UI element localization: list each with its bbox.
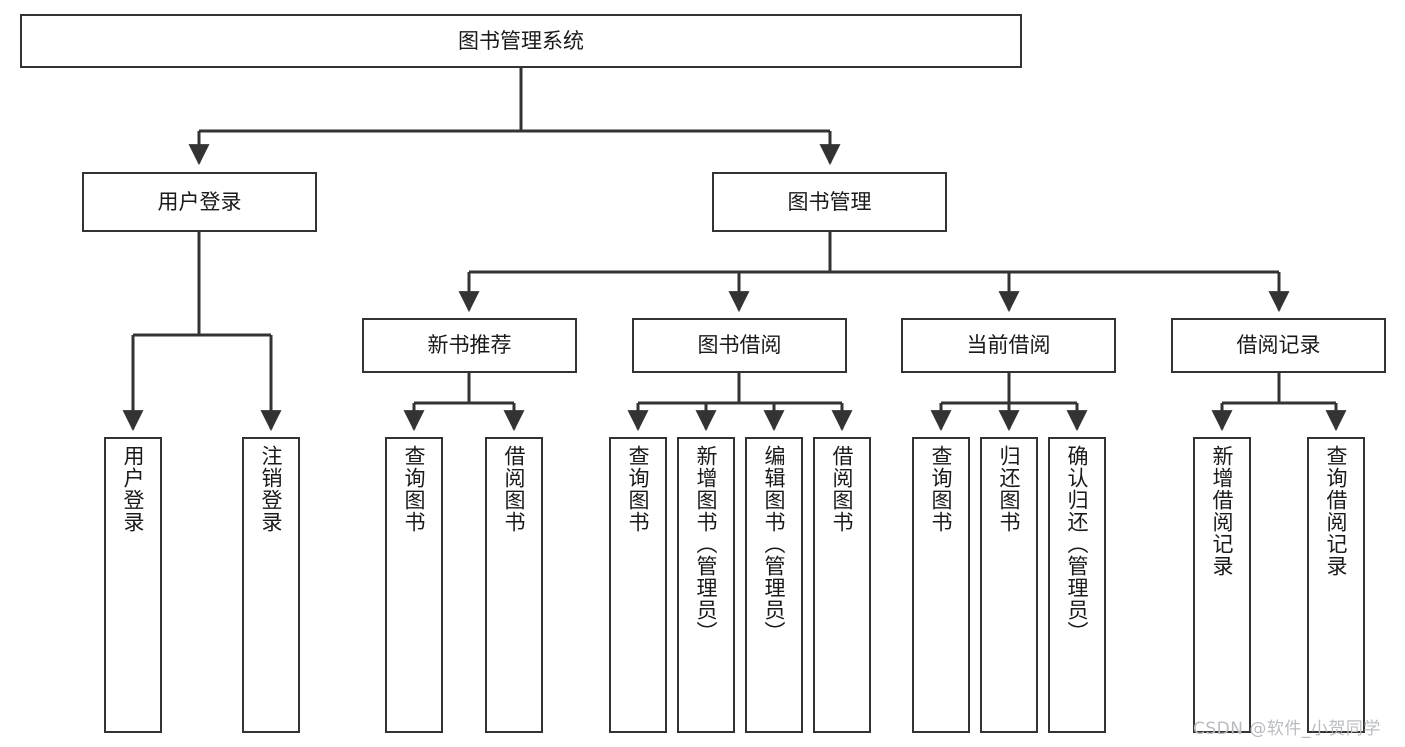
leaf-add-borrow-record[interactable]: 新增借阅记录 [1193, 437, 1251, 733]
leaf-confirm-return-admin[interactable]: 确认归还（管理员） [1048, 437, 1106, 733]
leaf-edit-book-admin-label: 编辑图书（管理员） [762, 445, 787, 643]
leaf-confirm-return-admin-label: 确认归还（管理员） [1065, 445, 1090, 643]
leaf-borrow-book-label: 借阅图书 [830, 445, 855, 533]
leaf-borrow-book[interactable]: 借阅图书 [813, 437, 871, 733]
leaf-borrow-book-newbook[interactable]: 借阅图书 [485, 437, 543, 733]
node-new-book-recommend[interactable]: 新书推荐 [362, 318, 577, 373]
node-book-manage[interactable]: 图书管理 [712, 172, 947, 232]
node-borrow-record[interactable]: 借阅记录 [1171, 318, 1386, 373]
leaf-logout[interactable]: 注销登录 [242, 437, 300, 733]
leaf-borrow-book-newbook-label: 借阅图书 [502, 445, 527, 533]
leaf-add-borrow-record-label: 新增借阅记录 [1210, 445, 1235, 577]
node-user-login[interactable]: 用户登录 [82, 172, 317, 232]
leaf-query-book-borrow[interactable]: 查询图书 [609, 437, 667, 733]
leaf-query-book-borrow-label: 查询图书 [626, 445, 651, 533]
node-borrow-record-label: 借阅记录 [1236, 333, 1321, 358]
node-book-manage-label: 图书管理 [787, 189, 872, 214]
leaf-edit-book-admin[interactable]: 编辑图书（管理员） [745, 437, 803, 733]
leaf-query-book-current-label: 查询图书 [929, 445, 954, 533]
node-new-book-recommend-label: 新书推荐 [427, 333, 512, 358]
leaf-add-book-admin[interactable]: 新增图书（管理员） [677, 437, 735, 733]
leaf-query-book-newbook[interactable]: 查询图书 [385, 437, 443, 733]
leaf-user-login-label: 用户登录 [121, 445, 146, 533]
leaf-return-book[interactable]: 归还图书 [980, 437, 1038, 733]
leaf-logout-label: 注销登录 [259, 445, 284, 533]
node-root-label: 图书管理系统 [458, 28, 584, 53]
node-root[interactable]: 图书管理系统 [20, 14, 1022, 68]
leaf-user-login[interactable]: 用户登录 [104, 437, 162, 733]
node-current-borrow-label: 当前借阅 [966, 333, 1051, 358]
leaf-query-borrow-record-label: 查询借阅记录 [1324, 445, 1349, 577]
node-current-borrow[interactable]: 当前借阅 [901, 318, 1116, 373]
node-user-login-label: 用户登录 [157, 189, 242, 214]
leaf-query-book-newbook-label: 查询图书 [402, 445, 427, 533]
leaf-return-book-label: 归还图书 [997, 445, 1022, 533]
node-book-borrow[interactable]: 图书借阅 [632, 318, 847, 373]
node-book-borrow-label: 图书借阅 [697, 333, 782, 358]
leaf-query-book-current[interactable]: 查询图书 [912, 437, 970, 733]
leaf-query-borrow-record[interactable]: 查询借阅记录 [1307, 437, 1365, 733]
leaf-add-book-admin-label: 新增图书（管理员） [694, 445, 719, 643]
